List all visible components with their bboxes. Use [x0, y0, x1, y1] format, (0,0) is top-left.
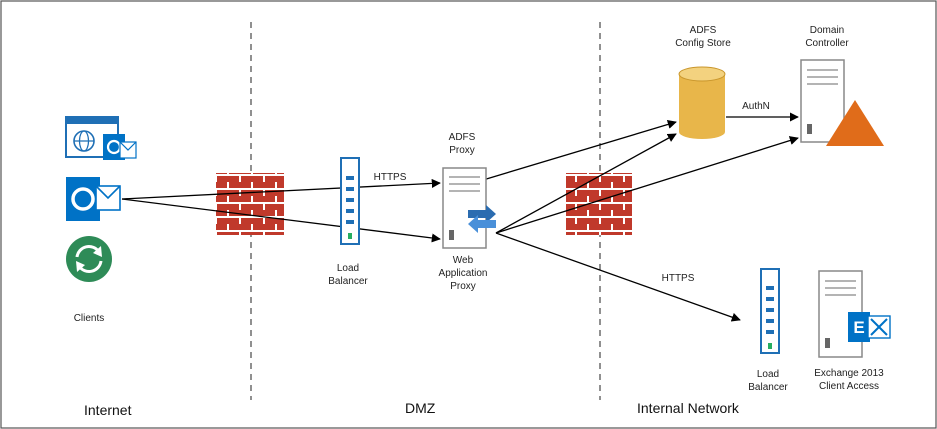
svg-text:E: E	[853, 318, 864, 337]
wap-label-line2: Application	[438, 268, 488, 279]
exchange-logo-icon: E	[848, 312, 891, 342]
warning-triangle-icon	[826, 100, 884, 146]
wap-label-line3: Proxy	[450, 281, 476, 292]
edge-wap-config	[495, 133, 677, 234]
domain-controller-label-line1: Domain	[809, 25, 845, 36]
exchange-label: Exchange 2013 Client Access	[806, 367, 892, 393]
lb-internal-label-line2: Balancer	[748, 382, 788, 393]
proxy-server-icon	[442, 167, 487, 249]
zone-label-internal: Internal Network	[637, 400, 739, 416]
domain-controller-label: Domain Controller	[795, 24, 859, 50]
load-balancer-icon	[340, 157, 360, 245]
edge-wap-lb-internal	[495, 232, 741, 322]
wap-label-line1: Web	[452, 255, 474, 266]
adfs-config-label-line1: ADFS	[689, 25, 717, 36]
domain-controller-server-icon	[800, 59, 845, 143]
adfs-proxy-label: ADFS Proxy	[437, 131, 487, 157]
lb-dmz-label: Load Balancer	[318, 262, 378, 288]
edge-clients-wap	[121, 198, 441, 243]
wap-label: Web Application Proxy	[431, 254, 495, 293]
zone-label-dmz: DMZ	[405, 400, 436, 416]
exchange-arrows-icon	[468, 205, 496, 233]
firewall-icon	[216, 173, 284, 235]
lb-internal-label: Load Balancer	[738, 368, 798, 394]
zone-label-internet: Internet	[84, 402, 132, 418]
connections	[121, 112, 799, 322]
lb-dmz-label-line2: Balancer	[328, 276, 368, 287]
adfs-config-label-line2: Config Store	[675, 38, 731, 49]
firewall-icon	[566, 173, 632, 235]
outlook-icon	[66, 177, 121, 221]
lb-internal-label-line1: Load	[756, 369, 780, 380]
domain-controller-label-line2: Controller	[805, 38, 849, 49]
edge-clients-adfs-proxy	[121, 178, 441, 200]
edge-label-https-dmz: HTTPS	[373, 172, 407, 183]
edge-label-authn: AuthN	[742, 101, 770, 112]
adfs-proxy-label-line1: ADFS	[448, 132, 476, 143]
exchange-label-line2: Client Access	[818, 381, 880, 392]
load-balancer-icon	[760, 268, 780, 354]
edge-label-https-internal: HTTPS	[661, 273, 695, 284]
edge-wap-domain-controller	[495, 136, 799, 234]
adfs-config-label: ADFS Config Store	[670, 24, 736, 50]
database-icon	[678, 66, 726, 139]
edge-adfs-proxy-config	[482, 119, 677, 181]
clients-label: Clients	[73, 313, 105, 324]
adfs-proxy-label-line2: Proxy	[449, 145, 475, 156]
lb-dmz-label-line1: Load	[336, 263, 360, 274]
sync-icon	[66, 236, 112, 282]
browser-outlook-icon	[65, 116, 137, 160]
exchange-label-line1: Exchange 2013	[814, 368, 884, 379]
